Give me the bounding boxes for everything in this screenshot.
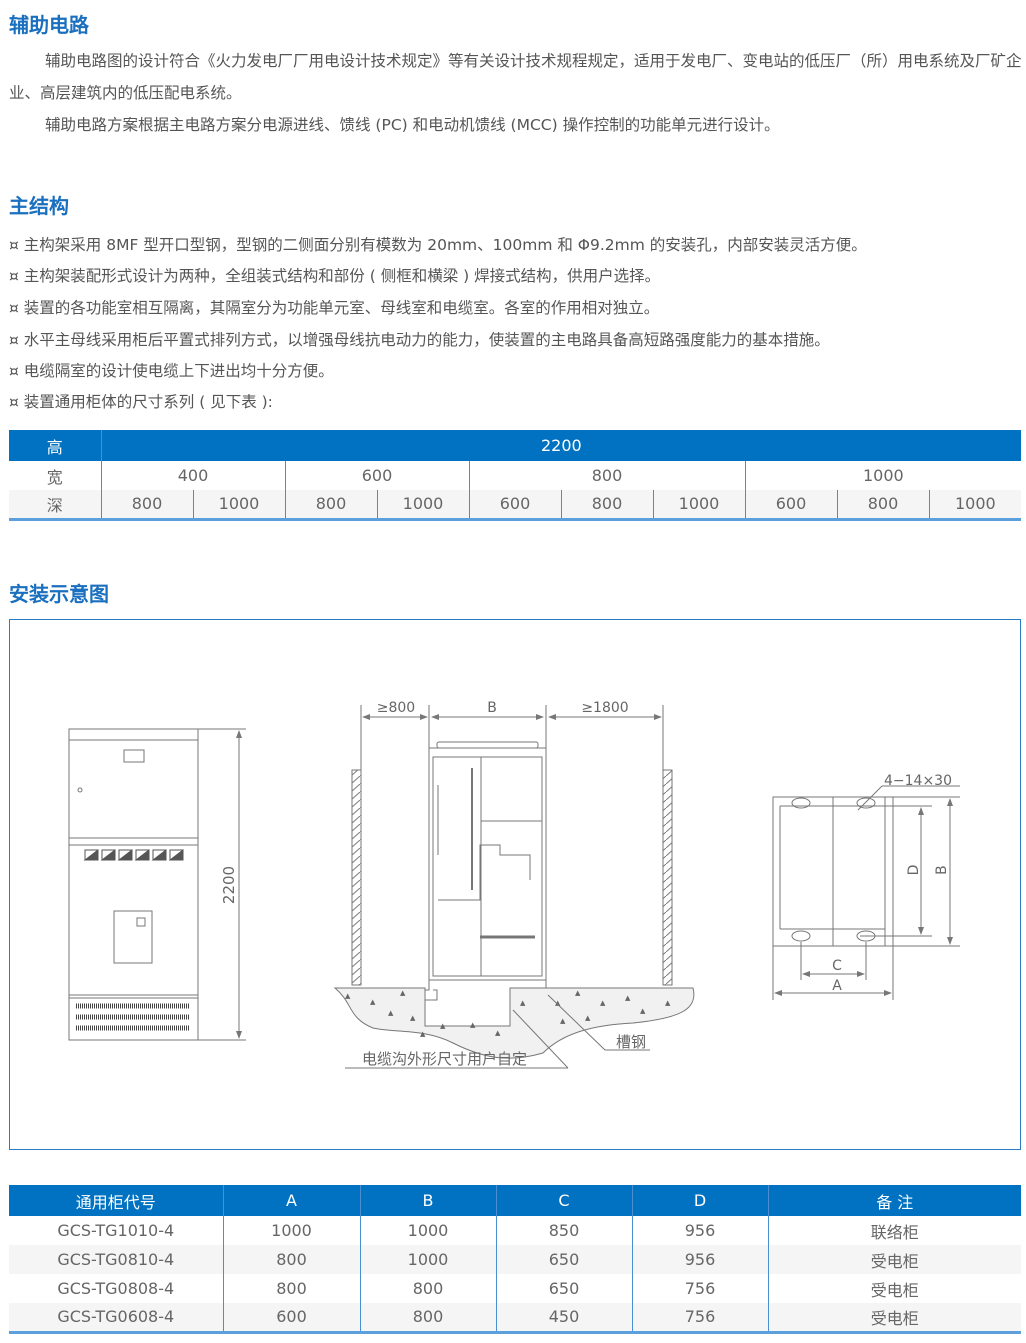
cell: 956	[631, 1245, 768, 1274]
column-header: 备 注	[767, 1185, 1021, 1216]
cell: 1000	[359, 1216, 496, 1245]
svg-text:▲: ▲	[370, 998, 376, 1006]
cell: 756	[631, 1274, 768, 1303]
depth-cell: 800	[100, 490, 193, 519]
cell: 600	[222, 1303, 360, 1332]
cell: 1000	[359, 1245, 496, 1274]
cell: GCS-TG0608-4	[9, 1303, 223, 1332]
depth-cell: 1000	[652, 490, 745, 519]
height-label: 高	[9, 430, 101, 461]
section-title-aux: 辅助电路	[9, 13, 89, 37]
column-header: C	[495, 1185, 632, 1216]
height-value: 2200	[100, 430, 1022, 461]
cell: GCS-TG1010-4	[57, 1221, 175, 1240]
column-header: D	[631, 1185, 768, 1216]
svg-text:▲: ▲	[400, 989, 406, 997]
width-cell: 600	[284, 461, 469, 490]
aux-paragraph-2: 辅助电路方案根据主电路方案分电源进线、馈线 (PC) 和电动机馈线 (MCC) …	[45, 116, 780, 134]
list-item: ¤ 主构架采用 8MF 型开口型钢，型钢的二侧面分别有模数为 20mm、100m…	[9, 236, 867, 254]
depth-cell: 800	[836, 490, 929, 519]
cell: 800	[359, 1303, 496, 1332]
dim-b-label: B	[934, 865, 950, 875]
channel-steel-label: 槽钢	[616, 1033, 646, 1051]
svg-text:▲: ▲	[575, 989, 581, 997]
svg-text:▲: ▲	[555, 999, 561, 1007]
svg-text:▲: ▲	[585, 1014, 591, 1022]
base-plan-view	[772, 785, 960, 1000]
cell: 650	[495, 1274, 632, 1303]
holes-label: 4−14×30	[884, 773, 952, 789]
section-title-install: 安装示意图	[9, 582, 109, 606]
depth-label: 深	[9, 490, 101, 519]
cell: 1000	[222, 1216, 360, 1245]
list-item: ¤ 水平主母线采用柜后平置式排列方式，以增强母线抗电动力的能力，使装置的主电路具…	[9, 331, 830, 349]
cell: 450	[495, 1303, 632, 1332]
depth-cell: 600	[468, 490, 561, 519]
cell: 受电柜	[767, 1245, 1021, 1274]
column-header: B	[359, 1185, 496, 1216]
left-clearance-label: ≥800	[377, 700, 415, 716]
section-title-main: 主结构	[9, 194, 69, 218]
dim-a-label: A	[832, 978, 842, 994]
svg-text:▲: ▲	[420, 1030, 426, 1038]
cell: GCS-TG0810-4	[9, 1245, 223, 1274]
svg-text:▲: ▲	[560, 1017, 566, 1025]
depth-cell: 800	[284, 490, 377, 519]
right-clearance-label: ≥1800	[581, 700, 628, 716]
trench-note-label: 电缆沟外形尺寸用户自定	[362, 1050, 527, 1068]
cell: 受电柜	[767, 1274, 1021, 1303]
width-cell: 1000	[744, 461, 1022, 490]
cell: 受电柜	[767, 1303, 1021, 1332]
depth-cell: 1000	[928, 490, 1022, 519]
width-label: 宽	[46, 467, 63, 487]
dim-c-label: C	[832, 958, 842, 974]
cell: 956	[631, 1216, 768, 1245]
svg-text:▲: ▲	[495, 1029, 501, 1037]
list-item: ¤ 电缆隔室的设计使电缆上下进出均十分方便。	[9, 362, 334, 380]
list-item: ¤ 主构架装配形式设计为两种，全组装式结构和部份 ( 侧框和横梁 ) 焊接式结构…	[9, 267, 661, 285]
cell: 800	[359, 1274, 496, 1303]
svg-text:▲: ▲	[520, 999, 526, 1007]
cell: 800	[222, 1274, 360, 1303]
svg-text:▲: ▲	[388, 1009, 394, 1017]
depth-cell: 1000	[376, 490, 469, 519]
cell: 850	[495, 1216, 632, 1245]
cell: 756	[631, 1303, 768, 1332]
column-header: 通用柜代号	[9, 1185, 223, 1216]
svg-text:▲: ▲	[640, 1007, 646, 1015]
width-cell: 800	[468, 461, 745, 490]
cell: 800	[222, 1245, 360, 1274]
height-dimension-label: 2200	[220, 866, 238, 904]
column-header: A	[222, 1185, 360, 1216]
svg-text:▲: ▲	[600, 999, 606, 1007]
svg-text:▲: ▲	[625, 994, 631, 1002]
svg-text:▲: ▲	[410, 1014, 416, 1022]
cell: 联络柜	[767, 1216, 1021, 1245]
installation-diagram: 2200 ▲▲▲▲▲▲▲▲▲▲▲▲▲▲▲▲▲▲ ≥800 B ≥1800 槽钢 …	[9, 619, 1021, 1150]
width-cell: 400	[100, 461, 285, 490]
svg-text:▲: ▲	[665, 999, 671, 1007]
cell: 650	[495, 1245, 632, 1274]
depth-cell: 800	[560, 490, 653, 519]
svg-text:▲: ▲	[440, 1022, 446, 1030]
depth-cell: 1000	[192, 490, 285, 519]
depth-cell: 600	[744, 490, 837, 519]
svg-text:▲: ▲	[470, 1021, 476, 1029]
width-b-label: B	[487, 700, 497, 716]
list-item: ¤ 装置的各功能室相互隔离，其隔室分为功能单元室、母线室和电缆室。各室的作用相对…	[9, 299, 660, 317]
cabinet-side-view: ▲ ▲ ▲ ▲ ▲ ▲ ▲ ▲ ▲ ▲ ▲ ▲ ▲ ▲ ▲ ▲ ▲ ▲	[333, 705, 695, 1069]
list-item: ¤ 装置通用柜体的尺寸系列 ( 见下表 ):	[9, 393, 273, 411]
cabinet-front-view	[68, 728, 246, 1041]
cell: GCS-TG0808-4	[57, 1279, 175, 1298]
svg-text:▲: ▲	[345, 992, 351, 1000]
aux-paragraph-1: 辅助电路图的设计符合《火力发电厂厂用电设计技术规定》等有关设计技术规程规定，适用…	[9, 52, 1022, 102]
dim-d-label: D	[906, 865, 922, 876]
